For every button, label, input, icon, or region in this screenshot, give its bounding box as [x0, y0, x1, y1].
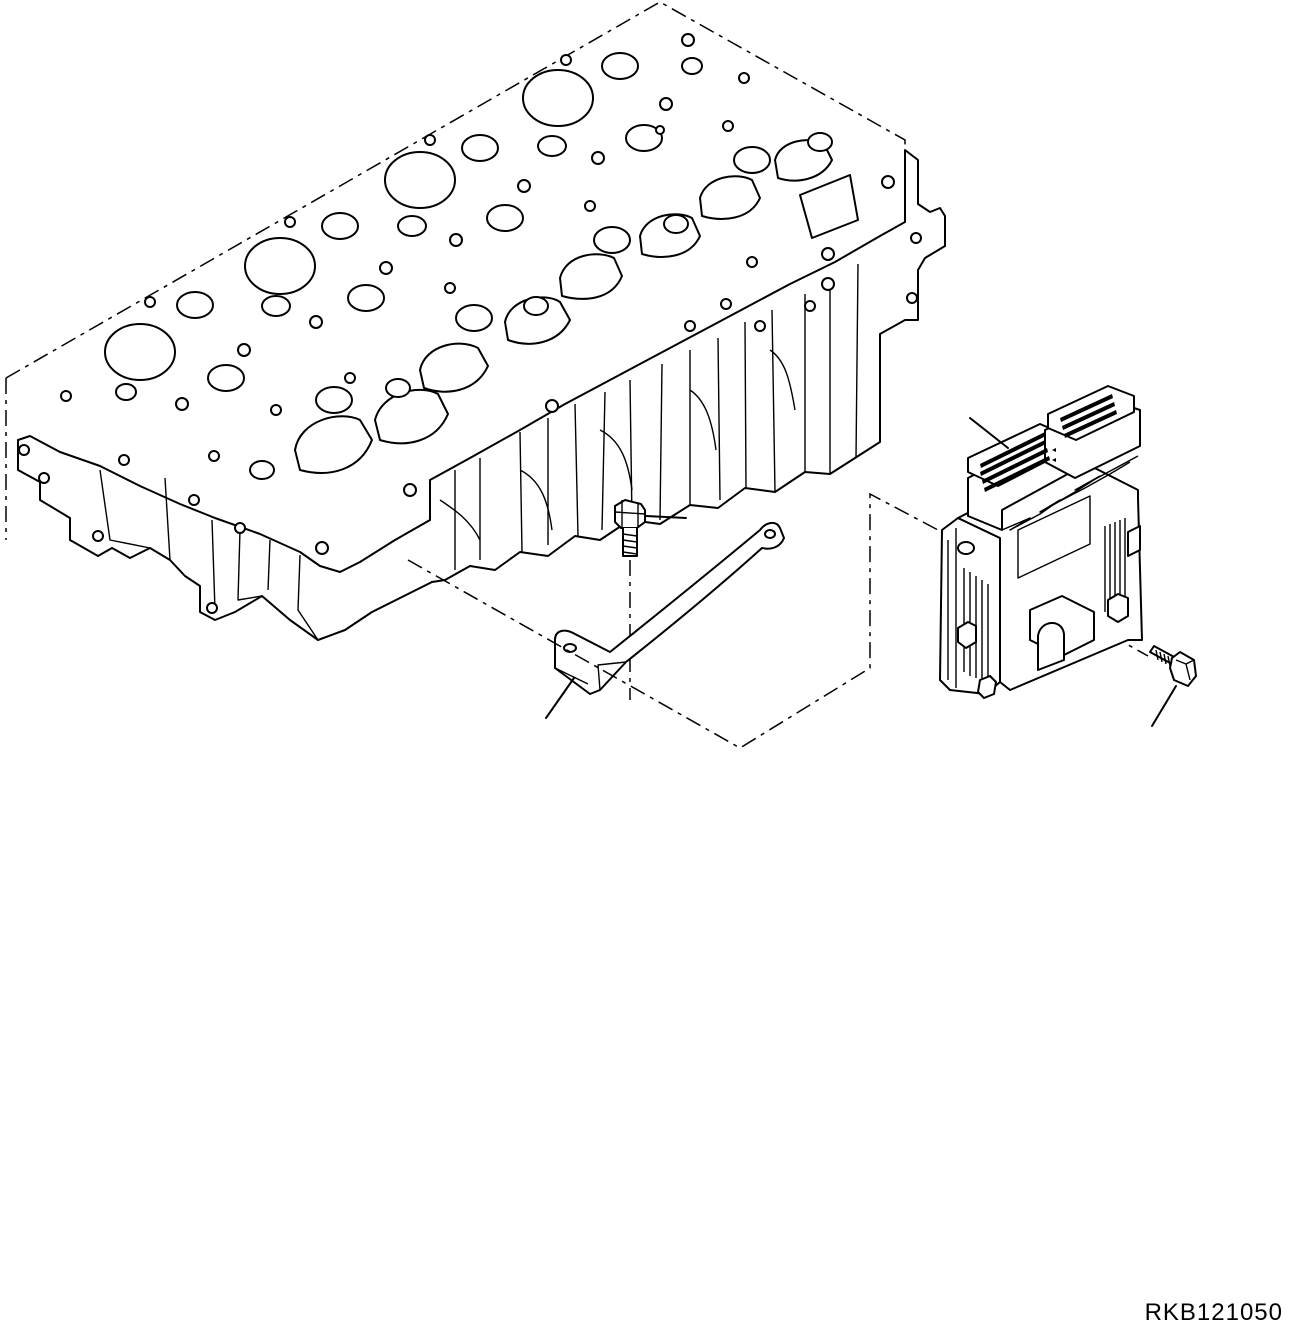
head-front-edge-top — [17, 435, 431, 573]
head-front-face — [17, 439, 433, 641]
head-top-bores — [104, 69, 594, 381]
connector-pins — [980, 394, 1117, 492]
leader-bolt-controller — [1151, 685, 1177, 727]
leader-bracket — [545, 677, 575, 719]
assembly-path-bracket — [407, 492, 939, 749]
head-front-recess — [99, 469, 319, 641]
head-small-holes — [18, 33, 922, 614]
leader-bolt-bracket — [645, 515, 687, 519]
head-exhaust-ports — [294, 139, 859, 474]
head-side-ribs — [439, 263, 859, 570]
head-side-face — [429, 149, 946, 521]
drawing-reference-code: RKB121050 — [1144, 1299, 1283, 1326]
head-phantom-top — [5, 1, 906, 379]
cylinder-head — [5, 1, 946, 641]
leader-controller — [969, 417, 1009, 449]
engine-controller — [939, 385, 1143, 699]
controller-studs — [957, 525, 1141, 699]
bracket — [545, 522, 785, 719]
bolt-controller — [1149, 645, 1197, 727]
head-side-bottom — [431, 333, 881, 583]
head-top-holes — [115, 52, 833, 480]
bolt-bracket — [614, 499, 687, 557]
